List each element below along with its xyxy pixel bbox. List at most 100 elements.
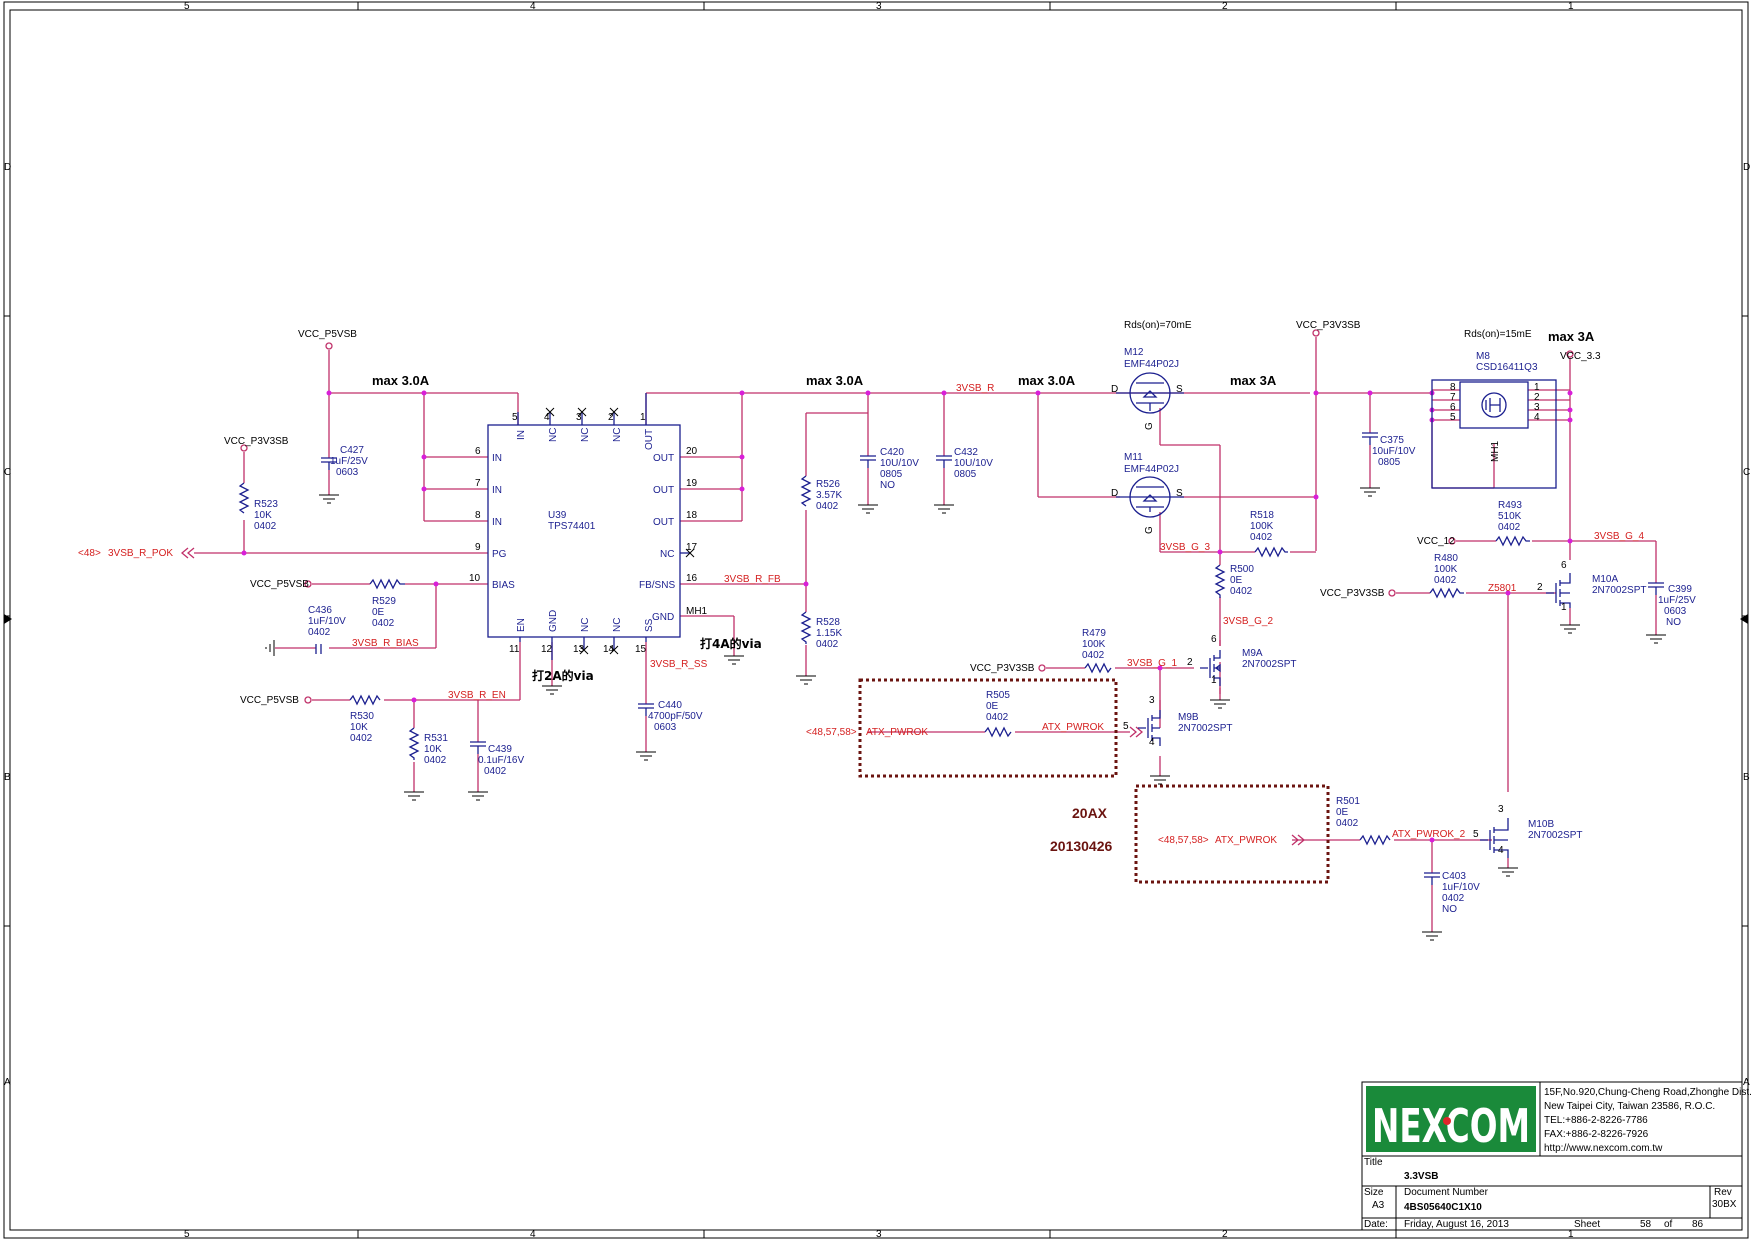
resistor-r479: [1084, 662, 1112, 674]
pin-number: 1: [640, 412, 646, 423]
svg-text:3: 3: [1149, 695, 1155, 706]
offpage-ref: <48>: [78, 548, 101, 559]
svg-text:M8: M8: [1476, 351, 1490, 362]
pin-number: 13: [573, 644, 585, 655]
regulator-u39: U39 TPS74401 IN NC NC NC OUT IN IN IN PG…: [469, 393, 708, 660]
net-label: 3VSB_R_BIAS: [352, 638, 419, 649]
nmosfets: [1138, 573, 1571, 858]
capacitor-c427: [321, 457, 337, 470]
capacitor-c375: [1362, 432, 1378, 445]
svg-text:0402: 0402: [1082, 650, 1105, 661]
svg-text:C403: C403: [1442, 871, 1466, 882]
u39-ref: U39: [548, 510, 567, 521]
svg-text:M9A: M9A: [1242, 648, 1263, 659]
svg-text:3.57K: 3.57K: [816, 490, 842, 501]
svg-text:5: 5: [1450, 412, 1456, 423]
via-note: 打2A的via: [532, 668, 594, 683]
resistor-r505: [984, 726, 1012, 738]
resistor-r531: [408, 727, 420, 760]
resistor-r500: [1214, 564, 1226, 598]
mosfet-m8: 87 65 12 34 MH1: [1431, 379, 1557, 489]
pin-label: OUT: [653, 485, 674, 496]
revision-tag: 20AX: [1072, 805, 1108, 821]
svg-text:0402: 0402: [1434, 575, 1457, 586]
svg-text:5: 5: [1123, 721, 1129, 732]
svg-text:0402: 0402: [816, 501, 839, 512]
pin-label: OUT: [653, 517, 674, 528]
pin-label: IN: [492, 485, 502, 496]
power-label: VCC_P5VSB: [298, 329, 357, 340]
svg-text:R518: R518: [1250, 510, 1274, 521]
svg-text:0E: 0E: [1336, 807, 1349, 818]
via-note: 打4A的via: [700, 636, 762, 651]
pin-label: OUT: [653, 453, 674, 464]
svg-text:10K: 10K: [424, 744, 442, 755]
svg-text:C399: C399: [1668, 584, 1692, 595]
pin-label: NC: [580, 428, 591, 442]
svg-text:R480: R480: [1434, 553, 1458, 564]
svg-text:3: 3: [1498, 804, 1504, 815]
dotted-region-1: [858, 678, 1118, 778]
svg-text:1uF/25V: 1uF/25V: [330, 456, 368, 467]
address-line: New Taipei City, Taiwan 23586, R.O.C.: [1544, 1101, 1715, 1112]
nmosfet-m10b: [1480, 818, 1509, 858]
net-label: ATX_PWROK: [866, 727, 928, 738]
pin-number: 2: [608, 412, 614, 423]
pin-number: 8: [475, 510, 481, 521]
nmosfet-m10a: [1546, 573, 1571, 608]
row-label: D: [1743, 162, 1750, 173]
pin-d: D: [1111, 384, 1118, 395]
pin-label: NC: [548, 428, 559, 442]
pmosfet-m11: D S G: [1111, 476, 1184, 534]
svg-text:0402: 0402: [424, 755, 447, 766]
docnum-label: Document Number: [1404, 1187, 1489, 1198]
svg-text:0402: 0402: [1442, 893, 1465, 904]
svg-text:0805: 0805: [880, 469, 903, 480]
pin-d: D: [1111, 488, 1118, 499]
svg-text:M10A: M10A: [1592, 574, 1618, 585]
svg-text:1: 1: [1561, 602, 1567, 613]
title-label: Title: [1364, 1157, 1383, 1168]
current-note: max 3A: [1230, 373, 1277, 388]
power-label: VCC_P3V3SB: [970, 663, 1035, 674]
pin-number: 15: [635, 644, 647, 655]
capacitors: [315, 432, 1664, 885]
svg-text:1uF/25V: 1uF/25V: [1658, 595, 1696, 606]
net-label: 3VSB_G_3: [1160, 542, 1210, 553]
pin-g: G: [1144, 422, 1155, 430]
fax: FAX:+886-2-8226-7926: [1544, 1129, 1649, 1140]
pin-number: 6: [475, 446, 481, 457]
svg-text:0402: 0402: [816, 639, 839, 650]
svg-text:10U/10V: 10U/10V: [880, 458, 919, 469]
net-label: 3VSB_R_FB: [724, 574, 781, 585]
power-label: VCC_12: [1417, 536, 1455, 547]
svg-text:NO: NO: [880, 480, 895, 491]
net-label: ATX_PWROK: [1215, 835, 1277, 846]
row-label: B: [1743, 772, 1750, 783]
net-label: ATX_PWROK_2: [1392, 829, 1466, 840]
nmosfet-m9a: [1200, 650, 1221, 686]
resistor-r518: [1254, 546, 1288, 558]
svg-text:R493: R493: [1498, 500, 1522, 511]
power-label: VCC_P3V3SB: [224, 436, 289, 447]
power-label: VCC_P3V3SB: [1320, 588, 1385, 599]
svg-text:0402: 0402: [1336, 818, 1359, 829]
wires: [194, 337, 1657, 932]
svg-text:M11: M11: [1124, 452, 1143, 463]
svg-text:C375: C375: [1380, 435, 1404, 446]
nmosfet-m9b: [1138, 710, 1161, 746]
svg-text:R500: R500: [1230, 564, 1254, 575]
logo-text: NEXCOM: [1372, 1099, 1530, 1153]
svg-text:C436: C436: [308, 605, 332, 616]
svg-text:0402: 0402: [484, 766, 507, 777]
svg-text:R526: R526: [816, 479, 840, 490]
pin-number: 10: [469, 573, 481, 584]
website: http://www.nexcom.com.tw: [1544, 1143, 1663, 1154]
sheet-total: 86: [1692, 1219, 1704, 1230]
svg-text:1: 1: [1534, 382, 1540, 393]
dotted-region-2: [1134, 784, 1330, 884]
svg-text:R479: R479: [1082, 628, 1106, 639]
col-label: 1: [1568, 1, 1574, 12]
power-label: VCC_3.3: [1560, 351, 1601, 362]
